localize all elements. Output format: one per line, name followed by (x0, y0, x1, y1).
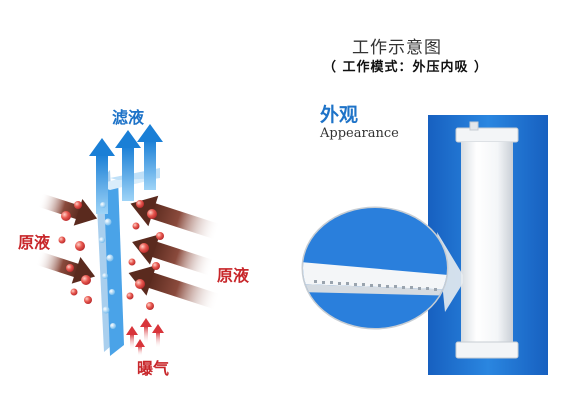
diagram-title: 工作示意图 (352, 38, 442, 58)
working-mode-subtitle: （ 工作模式：外压内吸 ） (323, 60, 489, 75)
filtrate-arrow (89, 138, 115, 214)
filtrate-arrows (89, 124, 163, 214)
membrane-module (455, 121, 519, 359)
contaminant-particles (58, 200, 164, 310)
raw-liquid-label-right: 原液 (217, 266, 250, 285)
aeration-label: 曝气 (137, 359, 170, 378)
aeration-arrows (126, 318, 164, 356)
filtrate-arrow (137, 124, 163, 190)
appearance-panel (428, 115, 548, 375)
appearance-label-cn: 外观 (320, 104, 359, 126)
raw-liquid-label-left: 原液 (18, 233, 51, 252)
filtrate-arrow (115, 130, 141, 201)
appearance-label-en: Appearance (320, 126, 399, 141)
magnified-cross-section (301, 206, 449, 330)
filtrate-label: 滤液 (112, 108, 145, 127)
water-droplets (99, 202, 116, 329)
